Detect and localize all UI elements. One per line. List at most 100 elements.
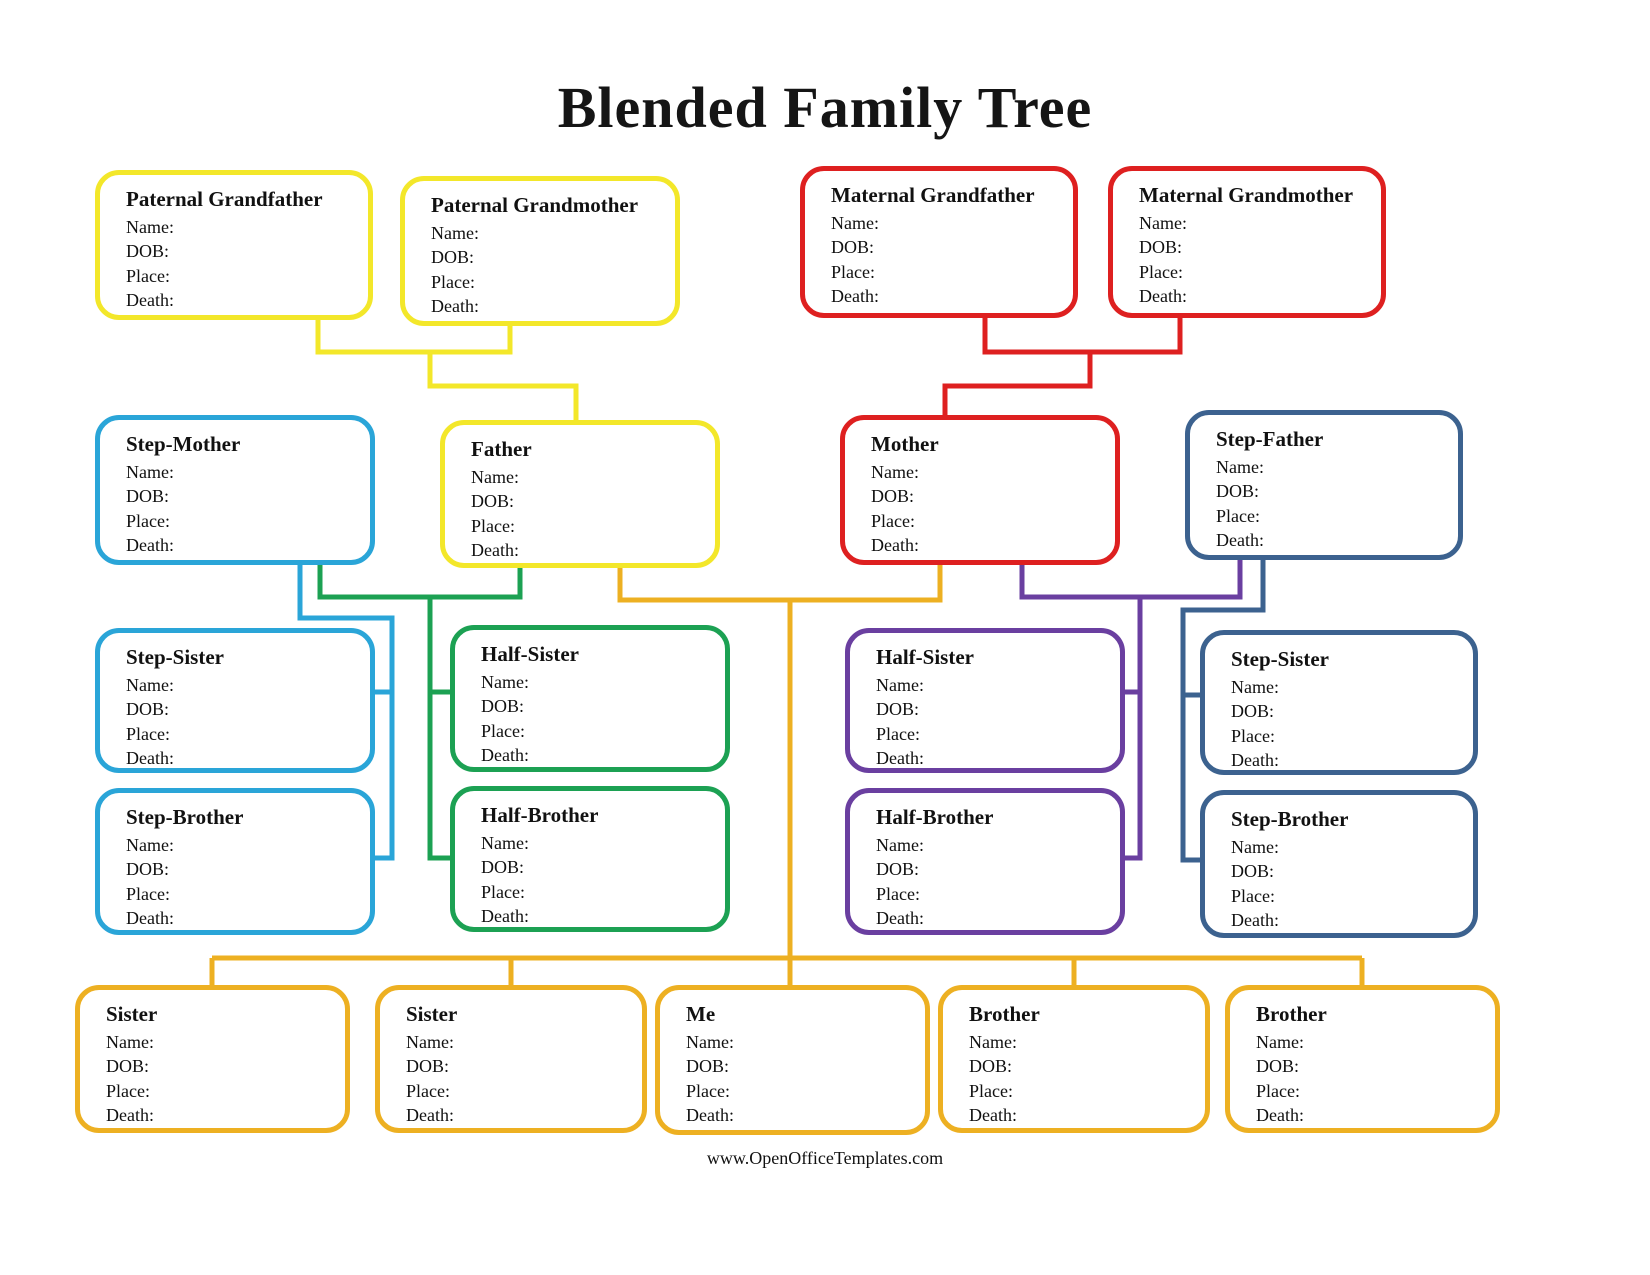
field-dob: DOB: (481, 857, 525, 878)
node-title: Me (686, 1002, 716, 1026)
node-brother-2: Brother Name: DOB: Place: Death: (1225, 985, 1500, 1133)
node-mother: Mother Name: DOB: Place: Death: (840, 415, 1120, 565)
field-dob: DOB: (1231, 861, 1275, 882)
field-death: Death: (106, 1105, 154, 1126)
field-name: Name: (1231, 837, 1279, 857)
node-title: Sister (406, 1002, 458, 1026)
node-maternal-grandfather: Maternal Grandfather Name: DOB: Place: D… (800, 166, 1078, 318)
field-death: Death: (1139, 286, 1187, 307)
field-name: Name: (106, 1032, 154, 1052)
page-title: Blended Family Tree (557, 75, 1093, 140)
node-sister-2: Sister Name: DOB: Place: Death: (375, 985, 647, 1133)
connector-mother-stepfather-couple (1019, 560, 1243, 600)
field-name: Name: (969, 1032, 1017, 1052)
field-death: Death: (481, 745, 529, 766)
field-place: Place: (686, 1080, 730, 1101)
node-title: Maternal Grandfather (831, 183, 1035, 207)
field-death: Death: (1231, 750, 1279, 771)
field-place: Place: (126, 723, 170, 744)
field-name: Name: (686, 1032, 734, 1052)
node-me: Me Name: DOB: Place: Death: (655, 985, 930, 1135)
node-title: Brother (1256, 1002, 1327, 1026)
connector-purple-rail-to-half-brother (1125, 597, 1143, 861)
field-place: Place: (1216, 505, 1260, 526)
field-name: Name: (431, 223, 479, 243)
node-half-brother-right: Half-Brother Name: DOB: Place: Death: (845, 788, 1125, 935)
node-step-brother-right: Step-Brother Name: DOB: Place: Death: (1200, 790, 1478, 938)
field-death: Death: (471, 540, 519, 561)
node-title: Paternal Grandmother (431, 193, 639, 217)
field-name: Name: (1231, 677, 1279, 697)
connector-green-rail-to-half-brother (427, 597, 450, 861)
connector-stepmother-father-couple (317, 565, 523, 600)
field-dob: DOB: (481, 696, 525, 717)
field-dob: DOB: (876, 699, 920, 720)
node-title: Step-Father (1216, 427, 1324, 451)
field-name: Name: (1256, 1032, 1304, 1052)
node-paternal-grandmother: Paternal Grandmother Name: DOB: Place: D… (400, 176, 680, 326)
node-title: Father (471, 437, 532, 461)
field-name: Name: (1216, 457, 1264, 477)
field-death: Death: (126, 535, 174, 556)
connector-stepmother-rail (297, 565, 395, 861)
footer-website-text: www.OpenOfficeTemplates.com (706, 1148, 944, 1168)
field-dob: DOB: (686, 1056, 730, 1077)
field-death: Death: (876, 908, 924, 929)
field-name: Name: (481, 672, 529, 692)
connector-maternal-to-mother (942, 352, 1093, 416)
field-place: Place: (1231, 725, 1275, 746)
field-name: Name: (126, 675, 174, 695)
connector-paternal-to-father (427, 352, 579, 421)
field-name: Name: (126, 835, 174, 855)
field-dob: DOB: (106, 1056, 150, 1077)
field-place: Place: (126, 883, 170, 904)
field-dob: DOB: (876, 859, 920, 880)
field-dob: DOB: (126, 699, 170, 720)
field-dob: DOB: (1256, 1056, 1300, 1077)
field-death: Death: (406, 1105, 454, 1126)
connector-maternal-grandparents-couple (982, 316, 1183, 355)
node-paternal-grandfather: Paternal Grandfather Name: DOB: Place: D… (95, 170, 373, 320)
field-place: Place: (406, 1080, 450, 1101)
field-name: Name: (126, 462, 174, 482)
field-place: Place: (106, 1080, 150, 1101)
field-place: Place: (126, 265, 170, 286)
field-death: Death: (686, 1105, 734, 1126)
field-dob: DOB: (831, 237, 875, 258)
node-step-sister-left: Step-Sister Name: DOB: Place: Death: (95, 628, 375, 773)
node-step-brother-left: Step-Brother Name: DOB: Place: Death: (95, 788, 375, 935)
field-name: Name: (876, 835, 924, 855)
field-death: Death: (431, 296, 479, 317)
field-place: Place: (871, 510, 915, 531)
field-name: Name: (471, 467, 519, 487)
node-title: Mother (871, 432, 939, 456)
field-place: Place: (876, 883, 920, 904)
node-half-brother-left: Half-Brother Name: DOB: Place: Death: (450, 786, 730, 932)
node-title: Half-Sister (876, 645, 974, 669)
field-name: Name: (126, 217, 174, 237)
field-name: Name: (481, 833, 529, 853)
field-death: Death: (1231, 910, 1279, 931)
field-death: Death: (1216, 530, 1264, 551)
node-title: Half-Sister (481, 642, 579, 666)
field-place: Place: (1139, 261, 1183, 282)
field-name: Name: (406, 1032, 454, 1052)
field-dob: DOB: (126, 859, 170, 880)
field-dob: DOB: (1139, 237, 1183, 258)
field-place: Place: (481, 881, 525, 902)
node-title: Brother (969, 1002, 1040, 1026)
field-place: Place: (471, 515, 515, 536)
node-half-sister-right: Half-Sister Name: DOB: Place: Death: (845, 628, 1125, 773)
field-dob: DOB: (871, 486, 915, 507)
field-death: Death: (831, 286, 879, 307)
node-title: Paternal Grandfather (126, 187, 323, 211)
connector-paternal-grandparents-couple (315, 318, 513, 355)
field-place: Place: (876, 723, 920, 744)
node-title: Half-Brother (481, 803, 599, 827)
field-place: Place: (1231, 885, 1275, 906)
node-title: Step-Brother (126, 805, 244, 829)
node-step-father: Step-Father Name: DOB: Place: Death: (1185, 410, 1463, 560)
node-father: Father Name: DOB: Place: Death: (440, 420, 720, 568)
node-half-sister-left: Half-Sister Name: DOB: Place: Death: (450, 625, 730, 772)
